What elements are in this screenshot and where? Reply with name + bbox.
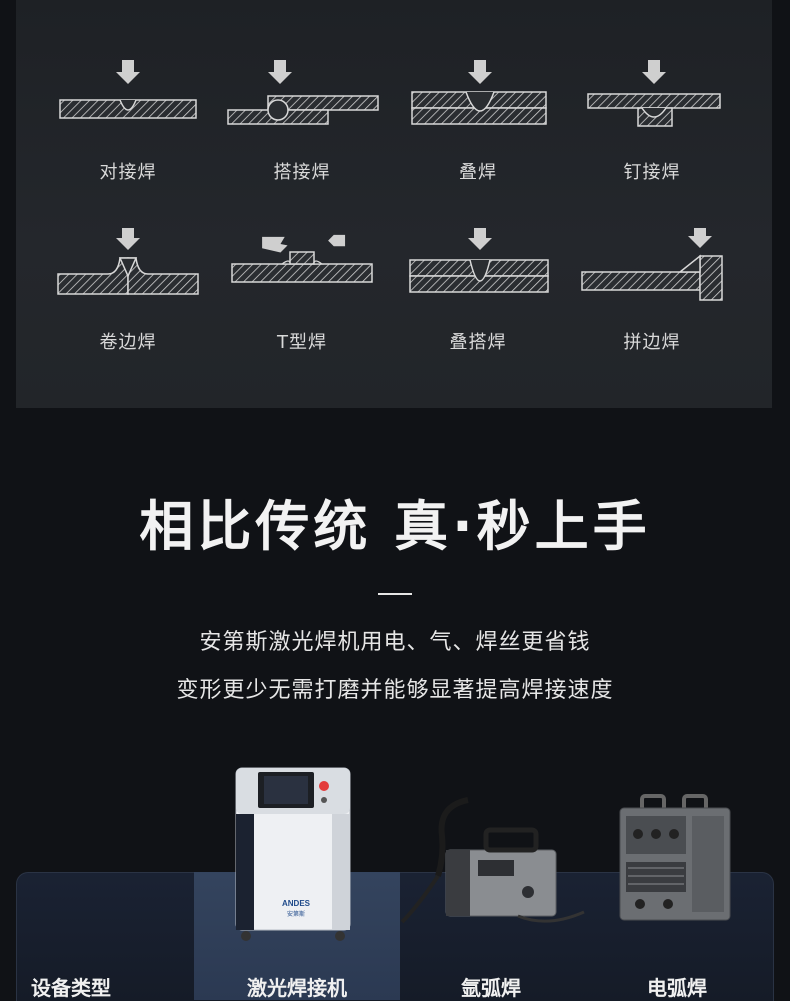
joint-t-weld: T型焊 xyxy=(212,228,392,378)
divider xyxy=(378,593,412,595)
laser-welder-image: ANDES 安第斯 xyxy=(232,766,354,942)
joint-stack-weld: 叠焊 xyxy=(388,58,568,208)
joint-flange-weld: 卷边焊 xyxy=(38,228,218,378)
joint-label: T型焊 xyxy=(277,332,327,353)
joint-lap-weld: 搭接焊 xyxy=(212,58,392,208)
joint-label: 叠焊 xyxy=(459,162,497,183)
stack-weld-icon xyxy=(411,60,547,125)
joint-edge-weld: 拼边焊 xyxy=(562,228,742,378)
argon-welder-image xyxy=(398,796,588,932)
edge-weld-icon xyxy=(581,228,723,301)
brand-logo: ANDES xyxy=(282,899,311,908)
weld-types-panel xyxy=(16,0,772,408)
arc-welder-image xyxy=(612,792,736,924)
column-argon-welder: 氩弧焊 xyxy=(461,976,521,1000)
butt-weld-icon xyxy=(59,60,197,119)
nail-weld-icon xyxy=(587,60,721,127)
joint-stack-lap-weld: 叠搭焊 xyxy=(388,228,568,378)
subtitle-line-2: 变形更少无需打磨并能够显著提高焊接速度 xyxy=(176,678,614,703)
t-weld-icon xyxy=(231,234,373,283)
joint-label: 钉接焊 xyxy=(623,162,681,183)
joint-label: 卷边焊 xyxy=(99,332,157,353)
joint-butt-weld: 对接焊 xyxy=(38,58,218,208)
subtitle-line-1: 安第斯激光焊机用电、气、焊丝更省钱 xyxy=(199,630,591,655)
joint-label: 对接焊 xyxy=(99,162,157,183)
joint-label: 叠搭焊 xyxy=(449,332,507,353)
joint-nail-weld: 钉接焊 xyxy=(562,58,742,208)
svg-text:安第斯: 安第斯 xyxy=(287,910,305,918)
joint-label: 拼边焊 xyxy=(623,332,681,353)
flange-weld-icon xyxy=(57,228,199,295)
lap-weld-icon xyxy=(227,60,379,125)
column-laser-welder: 激光焊接机 xyxy=(247,976,347,1000)
stack-lap-weld-icon xyxy=(409,228,549,293)
headline: 相比传统 真·秒上手 xyxy=(139,495,651,558)
joint-label: 搭接焊 xyxy=(273,162,331,183)
column-arc-welder: 电弧焊 xyxy=(647,976,707,1000)
table-row-header: 设备类型 xyxy=(31,976,111,1000)
